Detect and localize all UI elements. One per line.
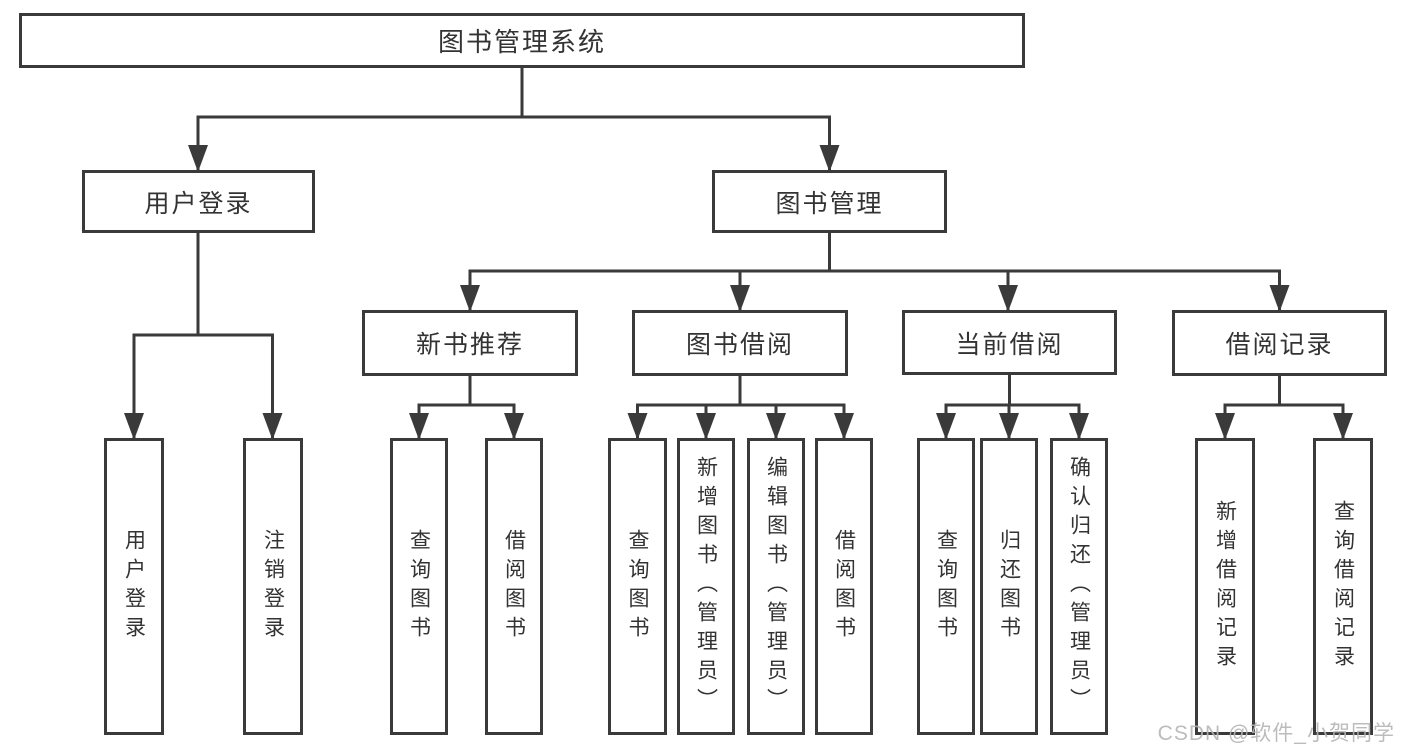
- leaf-query-books-recommend: 查询图书: [390, 438, 448, 735]
- leaf-user-login: 用户登录: [104, 438, 164, 735]
- leaf-confirm-return-admin: 确认归还（管理员）: [1050, 438, 1108, 735]
- leaf-logout: 注销登录: [243, 438, 303, 735]
- node-root-library-system: 图书管理系统: [19, 13, 1025, 68]
- leaf-query-books-borrowing: 查询图书: [608, 438, 667, 735]
- node-new-book-recommend: 新书推荐: [362, 310, 578, 376]
- csdn-watermark: CSDN @软件_小贺同学: [1157, 722, 1395, 745]
- leaf-borrow-books-recommend: 借阅图书: [485, 438, 543, 735]
- node-borrow-records: 借阅记录: [1172, 310, 1387, 376]
- leaf-add-book-admin: 新增图书（管理员）: [677, 438, 735, 735]
- leaf-borrow-books-borrowing: 借阅图书: [815, 438, 873, 735]
- node-book-borrowing: 图书借阅: [632, 310, 848, 376]
- leaf-add-borrow-record: 新增借阅记录: [1195, 438, 1255, 735]
- leaf-query-borrow-record: 查询借阅记录: [1313, 438, 1373, 735]
- node-book-management: 图书管理: [712, 170, 947, 233]
- leaf-edit-book-admin: 编辑图书（管理员）: [747, 438, 805, 735]
- node-user-login: 用户登录: [82, 170, 315, 233]
- leaf-return-book: 归还图书: [980, 438, 1038, 735]
- leaf-query-books-current: 查询图书: [917, 438, 975, 735]
- node-current-borrowing: 当前借阅: [902, 310, 1117, 375]
